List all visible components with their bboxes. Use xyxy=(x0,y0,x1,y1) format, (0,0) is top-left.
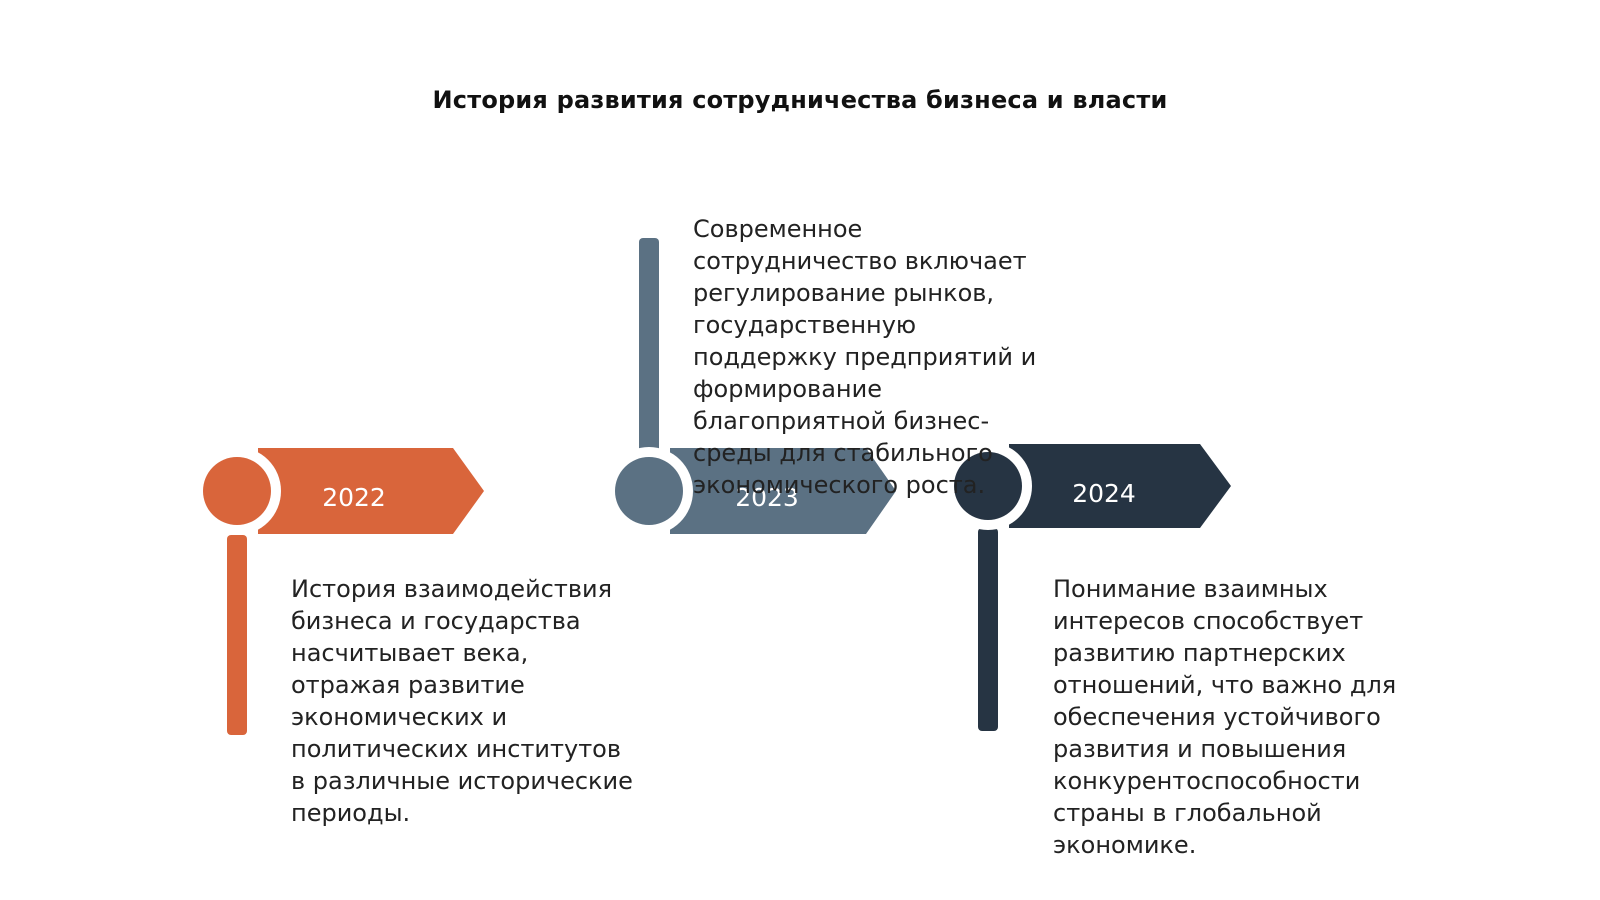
milestone-2024: 2024 xyxy=(944,442,1231,731)
milestone-2022-arrow xyxy=(258,448,484,534)
milestone-2023: 2023 xyxy=(605,238,896,535)
milestone-2023-description: Современное сотрудничество включает регу… xyxy=(693,215,1037,499)
milestone-2022: 2022 xyxy=(193,447,484,735)
milestone-2022-dot xyxy=(203,457,271,525)
milestone-2023-stem xyxy=(639,238,659,453)
milestone-2024-arrow xyxy=(1009,444,1231,528)
milestone-2024-stem xyxy=(978,528,998,731)
milestone-2022-stem xyxy=(227,535,247,735)
milestone-2022-year: 2022 xyxy=(322,483,386,512)
milestone-2023-arrow xyxy=(670,448,896,534)
milestone-2024-year: 2024 xyxy=(1072,479,1136,508)
page-title: История развития сотрудничества бизнеса … xyxy=(432,86,1168,114)
milestone-2023-year: 2023 xyxy=(735,483,799,512)
milestone-2024-description: Понимание взаимных интересов способствуе… xyxy=(1053,575,1397,859)
milestone-2022-description: История взаимодействия бизнеса и государ… xyxy=(291,575,633,827)
milestone-2023-dot xyxy=(615,457,683,525)
milestone-2024-dot xyxy=(954,452,1022,520)
